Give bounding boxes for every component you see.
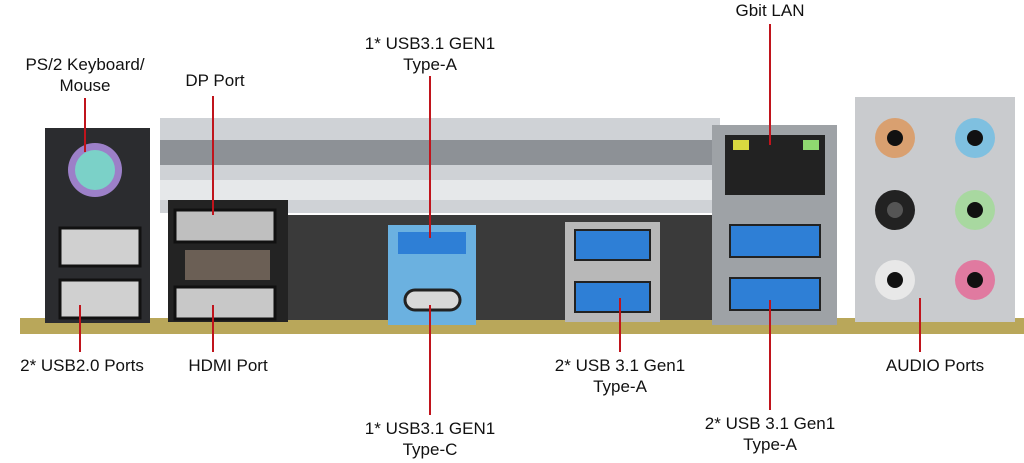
- label-usb-c: 1* USB3.1 GEN1 Type-C: [365, 418, 495, 460]
- usb2-port: [58, 278, 142, 320]
- label-ps2-line2: Mouse: [59, 76, 111, 95]
- lan-usb3-block: [712, 125, 837, 325]
- label-usb3-mid-line2: Type-A: [593, 377, 647, 396]
- label-usb-a-line2: Type-A: [403, 55, 457, 74]
- usb-type-c-port: [403, 288, 462, 312]
- usb3-mid-block: [565, 222, 660, 322]
- leader-lines: [79, 24, 921, 415]
- dp-hdmi-block: [168, 200, 288, 322]
- audio-block: [855, 97, 1015, 322]
- label-usb-a-top: 1* USB3.1 GEN1 Type-A: [365, 33, 495, 75]
- label-usb-a-line1: 1* USB3.1 GEN1: [364, 34, 496, 53]
- label-usb-c-line1: 1* USB3.1 GEN1: [364, 419, 496, 438]
- label-usb3-right-line1: 2* USB 3.1 Gen1: [704, 414, 836, 433]
- ps2-usb2-block: [45, 128, 150, 323]
- label-ps2-line1: PS/2 Keyboard/: [25, 55, 145, 74]
- label-audio: AUDIO Ports: [885, 356, 985, 375]
- label-usb3-right-line2: Type-A: [743, 435, 797, 454]
- label-usb-c-line2: Type-C: [402, 440, 458, 459]
- usb3-port: [729, 277, 821, 311]
- usb3-port: [729, 224, 821, 258]
- usb3-type-a-port: [398, 232, 466, 254]
- label-ps2: PS/2 Keyboard/ Mouse: [25, 54, 144, 96]
- label-hdmi: HDMI Port: [188, 356, 268, 375]
- label-usb3-right: 2* USB 3.1 Gen1 Type-A: [705, 413, 835, 455]
- usb3-port: [574, 229, 651, 261]
- usb3-port: [574, 281, 651, 313]
- label-dp: DP Port: [185, 71, 245, 90]
- dp-port: [173, 208, 277, 244]
- label-lan: Gbit LAN: [735, 1, 805, 20]
- label-usb3-mid: 2* USB 3.1 Gen1 Type-A: [555, 355, 685, 397]
- label-usb3-mid-line1: 2* USB 3.1 Gen1: [554, 356, 686, 375]
- usb-a-c-block: [388, 225, 476, 325]
- hdmi-port: [173, 285, 277, 321]
- label-usb2: 2* USB2.0 Ports: [20, 356, 144, 375]
- usb2-port: [58, 226, 142, 268]
